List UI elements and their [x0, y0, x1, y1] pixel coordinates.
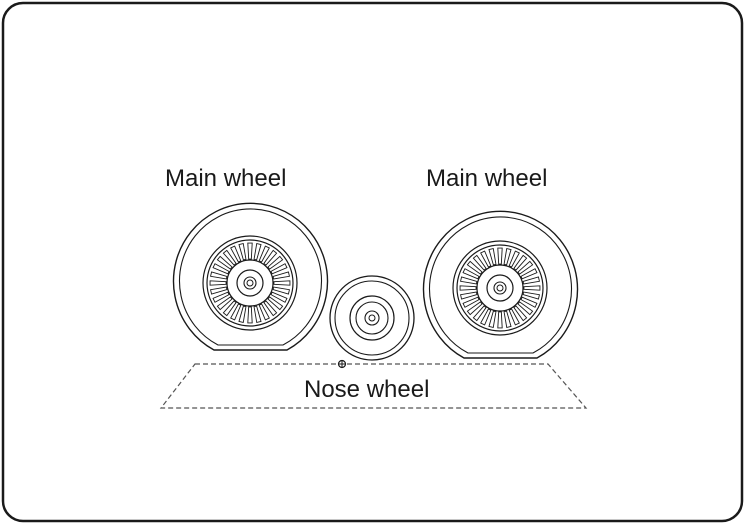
- main-wheel-left-tire-inner: [178, 208, 323, 346]
- main-wheel-left-spoke: [258, 303, 270, 321]
- main-wheel-right-spoke: [513, 254, 528, 271]
- main-wheel-left-spoke: [270, 263, 288, 275]
- main-wheel-right-axle: [496, 284, 504, 292]
- nose-wheel-tire-outer: [329, 275, 415, 361]
- main-wheel-left-spoke: [212, 291, 230, 303]
- main-wheel-left-spoke: [270, 291, 288, 303]
- main-wheel-right-spoke: [522, 291, 540, 300]
- main-wheel-right-spoke: [460, 276, 478, 285]
- main-wheel-left-spoke: [230, 245, 242, 263]
- main-wheel-right-tire-outer: [422, 210, 579, 359]
- main-wheel-left-spoke: [247, 242, 253, 260]
- main-wheel-left-spoke: [238, 305, 247, 323]
- main-wheel-left-spoke: [209, 280, 227, 286]
- nose-wheel-hub: [364, 310, 380, 326]
- main-wheel-left-spoke: [263, 249, 278, 266]
- main-wheel-right-spoke: [480, 308, 492, 326]
- main-wheel-left-spoke: [263, 300, 278, 317]
- main-wheel-left-tire-outer: [172, 202, 329, 351]
- main-wheel-left: [172, 202, 329, 351]
- main-wheel-right-spoke: [503, 310, 512, 328]
- main-wheel-left-rim-outer: [202, 235, 298, 331]
- main-wheel-left-spoke: [267, 255, 284, 270]
- main-wheel-right-spoke: [508, 250, 520, 268]
- main-wheel-left-hub-ring: [226, 259, 274, 307]
- nose-wheel-tire-inner: [334, 280, 410, 356]
- nose-wheel-label: Nose wheel: [304, 376, 430, 403]
- main-wheel-right-spoke: [508, 308, 520, 326]
- main-wheel-right-spoke: [462, 268, 480, 280]
- main-wheel-left-spoke: [216, 296, 233, 311]
- main-wheel-right-tire-inner: [428, 216, 573, 354]
- main-wheel-right-rim-outer: [452, 240, 548, 336]
- main-wheel-right-spoke: [503, 248, 512, 266]
- main-wheel-left-spoke: [210, 286, 228, 295]
- main-wheel-right-spoke: [520, 296, 538, 308]
- main-wheel-left-spoke: [238, 243, 247, 261]
- main-wheel-left-spoke: [247, 306, 253, 324]
- main-wheel-left-spoke: [273, 280, 291, 286]
- main-wheel-right-spoke: [488, 248, 497, 266]
- nose-wheel-rim: [349, 295, 395, 341]
- main-wheel-right-spoke: [522, 276, 540, 285]
- main-wheel-right-spoke: [497, 247, 503, 265]
- main-wheel-left-rim: [206, 239, 294, 327]
- main-wheel-left-spoke: [272, 286, 290, 295]
- main-wheel-left-spoke: [216, 255, 233, 270]
- main-wheel-right-spoke: [517, 301, 534, 316]
- main-wheel-right-spoke: [488, 310, 497, 328]
- main-wheel-right: [422, 210, 579, 359]
- main-wheel-right-spoke: [523, 285, 541, 291]
- main-wheel-left-axle: [246, 279, 254, 287]
- main-wheel-left-brake-discs: [209, 242, 291, 324]
- main-wheel-right-spoke: [472, 254, 487, 271]
- main-wheel-left-spoke: [222, 300, 237, 317]
- main-wheel-right-spoke: [466, 260, 483, 275]
- main-wheel-left-spoke: [258, 245, 270, 263]
- main-wheel-left-spoke: [212, 263, 230, 275]
- main-wheel-right-spoke: [466, 301, 483, 316]
- main-wheel-left-hub: [236, 269, 264, 297]
- main-wheel-right-hub-ring: [476, 264, 524, 312]
- main-wheel-right-hub: [486, 274, 514, 302]
- nose-wheel: [329, 275, 415, 361]
- ground-contact-marker: [337, 359, 347, 369]
- main-wheel-right-spoke: [480, 250, 492, 268]
- main-wheel-right-spoke: [459, 285, 477, 291]
- main-wheel-right-spoke: [517, 260, 534, 275]
- ground-outline: [159, 363, 588, 409]
- main-wheel-right-spoke: [460, 291, 478, 300]
- main-wheel-left-spoke: [210, 271, 228, 280]
- main-wheel-right-spoke: [462, 296, 480, 308]
- main-wheel-left-spoke: [267, 296, 284, 311]
- main-wheel-right-label: Main wheel: [426, 165, 548, 192]
- main-wheel-right-rim: [456, 244, 544, 332]
- nose-wheel-hub-ring: [355, 301, 389, 335]
- main-wheel-right-axle-ring: [493, 281, 507, 295]
- main-wheel-right-spoke: [513, 305, 528, 322]
- main-wheel-right-spoke: [497, 311, 503, 329]
- main-wheel-left-label: Main wheel: [165, 165, 287, 192]
- main-wheel-left-spoke: [253, 243, 262, 261]
- main-wheel-left-axle-ring: [243, 276, 257, 290]
- main-wheel-right-spoke: [472, 305, 487, 322]
- main-wheel-right-spoke: [520, 268, 538, 280]
- main-wheel-right-brake-discs: [459, 247, 541, 329]
- main-wheel-left-spoke: [222, 249, 237, 266]
- main-wheel-left-spoke: [253, 305, 262, 323]
- main-wheel-left-spoke: [230, 303, 242, 321]
- main-wheel-left-spoke: [272, 271, 290, 280]
- nose-wheel-axle: [368, 314, 376, 322]
